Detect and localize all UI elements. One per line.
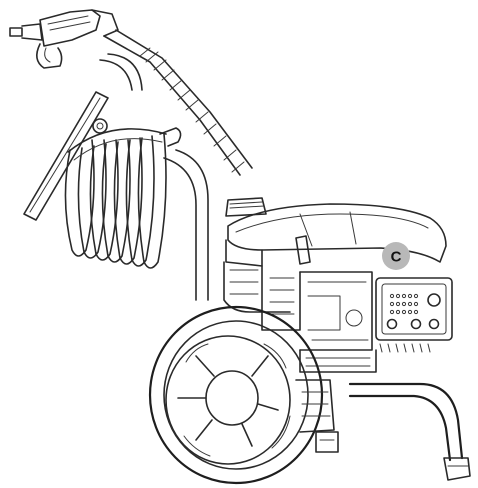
control-panel bbox=[375, 277, 453, 353]
wheel bbox=[148, 305, 339, 485]
spray-gun bbox=[9, 9, 119, 69]
rear-leg bbox=[348, 382, 471, 481]
callout-c: C bbox=[382, 242, 410, 270]
hose-coil bbox=[23, 91, 182, 269]
callout-c-label: C bbox=[391, 249, 402, 266]
engine bbox=[223, 197, 447, 373]
handle-frame bbox=[99, 29, 253, 301]
